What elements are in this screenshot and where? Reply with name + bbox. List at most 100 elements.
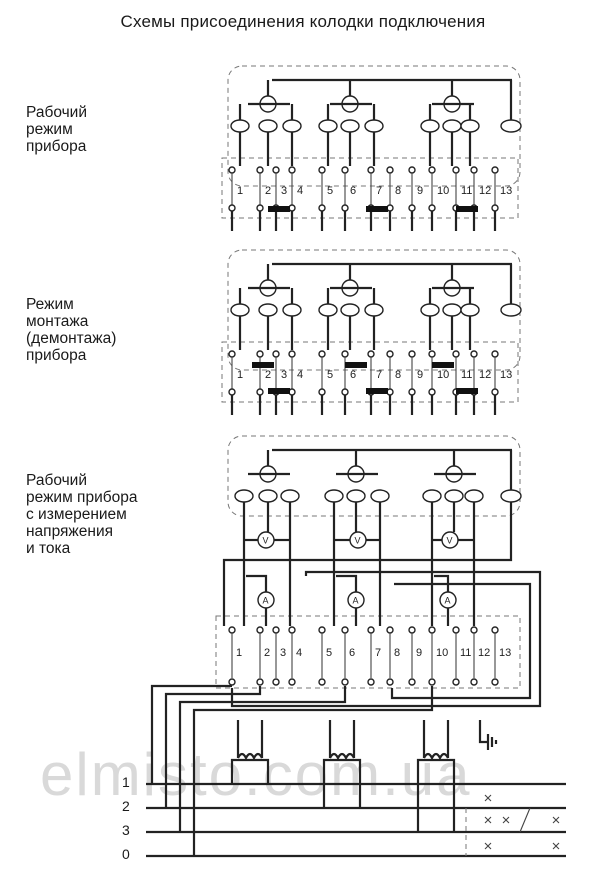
ground-icon	[486, 734, 498, 750]
terminal-number: 10	[436, 647, 448, 659]
terminal-strip-outline	[215, 615, 521, 689]
meter-terminal	[318, 119, 338, 133]
line-label-3: 3	[122, 822, 130, 838]
meter-terminal	[420, 119, 440, 133]
meter-terminal	[258, 489, 278, 503]
ammeter-label: A	[445, 596, 451, 606]
terminal-number: 13	[500, 369, 512, 381]
wire	[230, 570, 542, 708]
terminal-number: 8	[394, 647, 400, 659]
terminal-post	[428, 388, 436, 396]
terminal-number: 7	[376, 185, 382, 197]
terminal-post	[256, 350, 264, 358]
caption-line: режим	[26, 121, 73, 138]
terminal-number: 10	[437, 369, 449, 381]
terminal-number: 7	[376, 369, 382, 381]
terminal-number: 4	[296, 647, 302, 659]
terminal-post	[470, 626, 478, 634]
fuse-mark	[484, 842, 492, 850]
shorting-bar	[456, 388, 478, 394]
meter-terminal	[258, 303, 278, 317]
terminal-number: 5	[327, 369, 333, 381]
terminal-number: 6	[350, 185, 356, 197]
shorting-bar	[268, 206, 290, 212]
caption-line: (демонтажа)	[26, 330, 117, 347]
meter-terminal	[460, 303, 480, 317]
terminal-number: 12	[479, 369, 491, 381]
wire	[222, 502, 513, 626]
terminal-number: 2	[264, 647, 270, 659]
terminal-post	[341, 388, 349, 396]
terminal-number: 7	[375, 647, 381, 659]
terminal-number: 11	[461, 369, 472, 381]
terminal-post	[452, 350, 460, 358]
meter-terminal	[346, 489, 366, 503]
terminal-post	[256, 388, 264, 396]
caption-line: и тока	[26, 540, 71, 557]
neutral-terminal	[500, 119, 522, 133]
terminal-post	[288, 166, 296, 174]
terminal-post	[367, 350, 375, 358]
meter-terminal	[464, 489, 484, 503]
terminal-number: 13	[499, 647, 511, 659]
shorting-bar	[268, 388, 290, 394]
meter-terminal	[324, 489, 344, 503]
terminal-post	[228, 166, 236, 174]
shorting-bar	[252, 362, 274, 368]
terminal-post	[318, 204, 326, 212]
terminal-number: 8	[395, 185, 401, 197]
terminal-number: 2	[265, 185, 271, 197]
line-label-2: 2	[122, 798, 130, 814]
wire	[390, 582, 532, 700]
meter-terminal	[282, 303, 302, 317]
terminal-post	[272, 350, 280, 358]
terminal-post	[386, 626, 394, 634]
meter-terminal	[340, 303, 360, 317]
shorting-bar	[366, 206, 388, 212]
terminal-post	[318, 166, 326, 174]
wire	[192, 686, 434, 856]
terminal-number: 1	[236, 647, 242, 659]
switch-mark	[519, 807, 531, 833]
meter-terminal	[420, 303, 440, 317]
wire	[322, 758, 362, 808]
terminal-post	[491, 350, 499, 358]
caption-line: с измерением	[26, 506, 127, 523]
terminal-post	[367, 166, 375, 174]
wire	[150, 684, 232, 784]
terminal-post	[386, 166, 394, 174]
terminal-post	[428, 626, 436, 634]
terminal-post	[367, 626, 375, 634]
terminal-post	[318, 678, 326, 686]
caption-working-mode: Рабочий режим прибора	[26, 104, 87, 155]
terminal-post	[341, 204, 349, 212]
terminal-number: 6	[349, 647, 355, 659]
shorting-bar	[345, 362, 367, 368]
terminal-post	[386, 678, 394, 686]
terminal-number: 11	[460, 647, 471, 659]
terminal-post	[256, 678, 264, 686]
meter-terminal	[234, 489, 254, 503]
terminal-post	[491, 166, 499, 174]
terminal-post	[228, 388, 236, 396]
terminal-post	[408, 388, 416, 396]
terminal-post	[452, 626, 460, 634]
terminal-number: 9	[417, 185, 423, 197]
shorting-bar	[366, 388, 388, 394]
terminal-number: 3	[281, 369, 287, 381]
neutral-terminal	[500, 489, 522, 503]
terminal-post	[491, 388, 499, 396]
shorting-bar	[456, 206, 478, 212]
wire	[230, 758, 270, 784]
wire	[164, 686, 262, 808]
terminal-post	[491, 626, 499, 634]
terminal-number: 8	[395, 369, 401, 381]
wire	[336, 574, 358, 592]
terminal-post	[341, 166, 349, 174]
voltmeter-label: V	[447, 536, 453, 546]
meter-terminal	[230, 119, 250, 133]
meter-terminal	[282, 119, 302, 133]
terminal-post	[452, 678, 460, 686]
terminal-number: 10	[437, 185, 449, 197]
